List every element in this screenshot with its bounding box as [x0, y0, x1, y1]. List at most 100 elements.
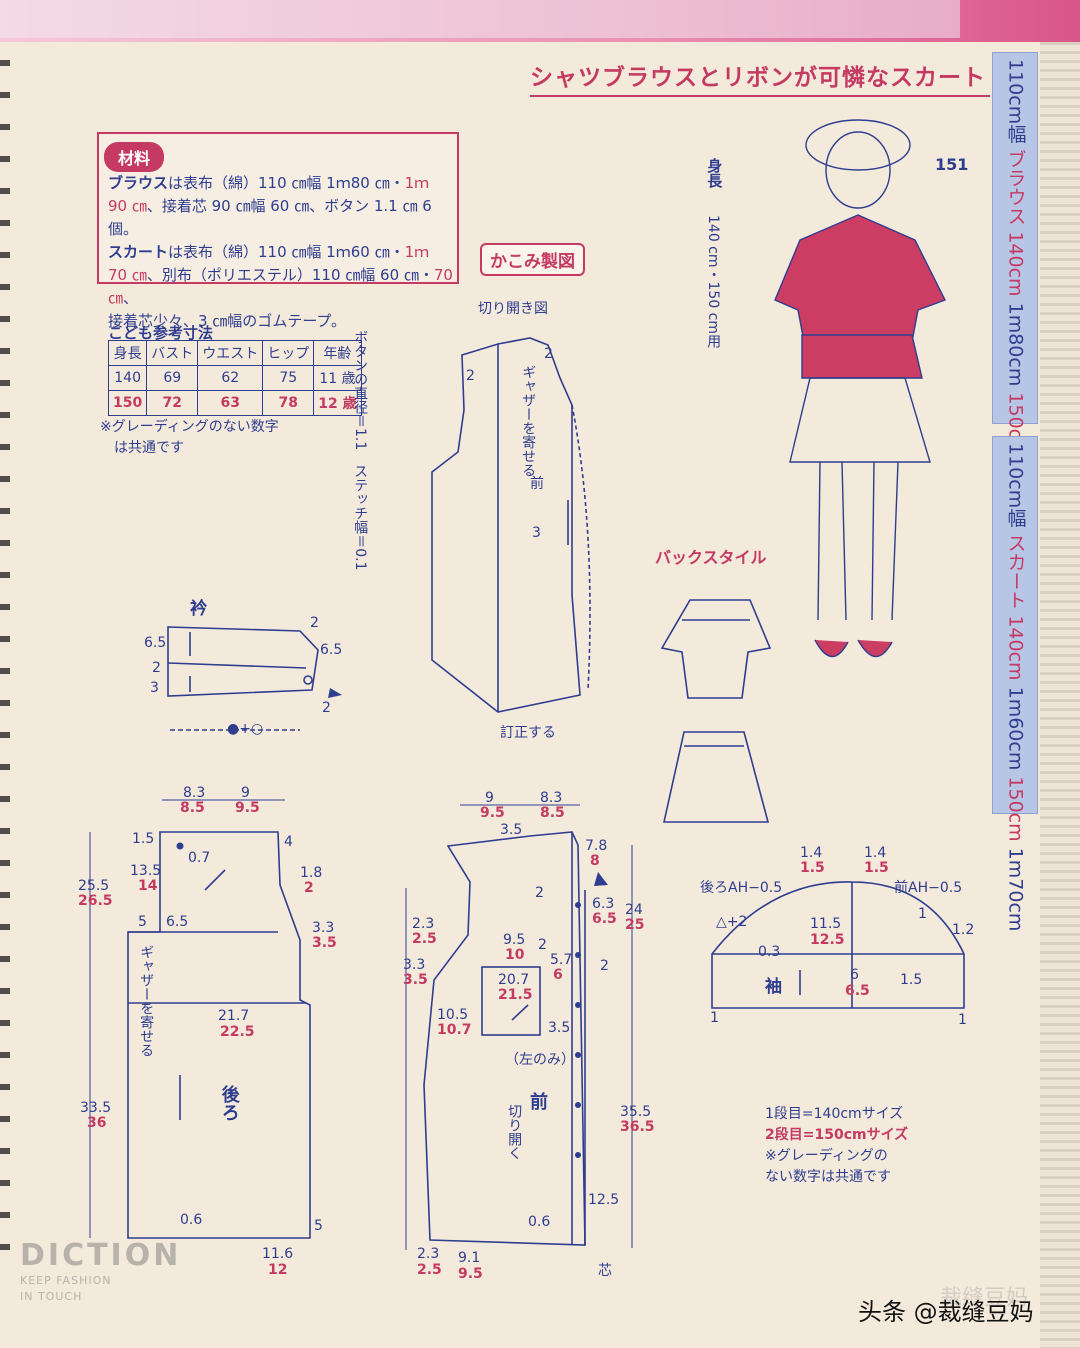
cut-open-note: 切り開く	[506, 1104, 523, 1160]
dim-label: 26.5	[78, 893, 113, 909]
dim-label: 12.5	[588, 1192, 620, 1208]
credit-caption: 头条 @裁缝豆妈	[858, 1298, 1034, 1326]
cut-open-diagram	[431, 337, 581, 713]
dim-label: 2	[544, 346, 553, 362]
dim-label: 10.5	[437, 1007, 469, 1023]
dim-label: 2	[466, 368, 475, 384]
dim-label: 1	[958, 1012, 967, 1028]
dim-label: 21.5	[498, 987, 533, 1003]
back-gather-note: ギャザーを寄せる	[138, 945, 155, 1057]
dim-label: 2	[304, 880, 314, 896]
dim-label: 1	[918, 906, 927, 922]
dim-label: 2.5	[417, 1262, 442, 1278]
dim-label: 1	[710, 1010, 719, 1026]
dim-label: 36	[87, 1115, 107, 1131]
back-ah-label: 後ろAH−0.5	[700, 880, 783, 896]
dim-label: △+2	[716, 914, 748, 930]
dim-label: 2	[538, 937, 547, 953]
dim-label: 1.5	[864, 860, 889, 876]
front-buttons	[575, 902, 581, 1158]
dim-label: 10	[505, 947, 525, 963]
dim-label: 5	[314, 1218, 323, 1234]
dim-label: 2	[600, 958, 609, 974]
dim-label: 3.5	[312, 935, 337, 951]
dim-label: 11.6	[262, 1246, 294, 1262]
dim-label: 9.5	[503, 932, 526, 948]
model-illustration	[774, 119, 946, 658]
dim-label: 8.5	[180, 800, 205, 816]
dim-label: 2	[152, 660, 161, 676]
model-number: 151	[935, 155, 969, 174]
dim-label: 12.5	[810, 932, 845, 948]
dim-label: 1.5	[800, 860, 825, 876]
button-note: ボタンの直径＝1.1 ステッチ幅＝0.1	[352, 330, 369, 571]
dim-label: 5.7	[550, 952, 573, 968]
dim-label: 6	[553, 967, 563, 983]
dim-label: 9.5	[480, 805, 505, 821]
dim-label: 1.4	[800, 845, 823, 861]
size-table-title: こども参考寸法	[108, 324, 214, 342]
dim-label: 6.3	[592, 896, 615, 912]
grading-note: ※グレーディングのない数字 は共通です	[100, 419, 279, 456]
dim-label: 36.5	[620, 1119, 655, 1135]
dim-label: 13.5	[130, 863, 162, 879]
dim-label: 6.5	[592, 911, 617, 927]
dim-label: 21.7	[218, 1008, 250, 1024]
dim-label: 9	[241, 785, 250, 801]
dim-label: 3.5	[500, 822, 523, 838]
dim-label: 11.5	[810, 916, 842, 932]
dim-label: 3.5	[548, 1020, 571, 1036]
materials-label: 材料	[104, 142, 165, 172]
dim-label: 3.3	[312, 920, 335, 936]
collar-label: 衿	[190, 599, 207, 619]
dim-label: 8.3	[183, 785, 206, 801]
dim-label: 4	[284, 834, 293, 850]
chest-pocket	[481, 966, 541, 1036]
dim-label: 3	[150, 680, 159, 696]
dim-label: 芯	[598, 1263, 612, 1279]
dim-label: 14	[138, 878, 158, 894]
back-style-shirt	[660, 599, 772, 699]
back-label: 後ろ	[218, 1085, 240, 1121]
dim-label: 6.5	[166, 914, 189, 930]
dim-label: 2.3	[417, 1246, 440, 1262]
top-band-overlay	[0, 0, 960, 38]
height-label: 身長	[705, 158, 724, 188]
legend: 1段目=140cmサイズ 2段目=150cmサイズ ※グレーディングの ない数字…	[765, 1106, 909, 1185]
dim-label: 3	[532, 525, 541, 541]
correct-note: 訂正する	[500, 725, 556, 741]
dim-label: 10.7	[437, 1022, 472, 1038]
dim-label: 9.1	[458, 1250, 481, 1266]
dim-label: 2	[535, 885, 544, 901]
dim-label: 3.5	[403, 972, 428, 988]
dim-label: 0.6	[528, 1214, 551, 1230]
dim-label: 0.7	[188, 850, 211, 866]
page-title: シャツブラウスとリボンが可憐なスカート	[530, 58, 990, 97]
side-panel-skirt-text: 110cm幅 スカート 140cm 1m60cm 150cm 1m70cm	[1004, 443, 1027, 932]
dim-label: 1.5	[132, 831, 155, 847]
dim-label: 24	[625, 902, 643, 918]
dim-label: 6.5	[320, 642, 343, 658]
materials-text: ブラウスは表布（綿）110 ㎝幅 1ｍ80 ㎝・1ｍ 90 ㎝、接着芯 90 ㎝…	[108, 174, 453, 330]
dim-label: 9.5	[458, 1266, 483, 1282]
dim-label: 7.8	[585, 838, 608, 854]
dim-label: 12	[268, 1262, 288, 1278]
dim-label: 22.5	[220, 1024, 255, 1040]
dim-label: 1.5	[900, 972, 923, 988]
sleeve-label: 袖	[765, 977, 782, 997]
dim-label: 20.7	[498, 972, 530, 988]
dim-label: 35.5	[620, 1104, 652, 1120]
dim-label: 2	[310, 615, 319, 631]
dim-label: 8.5	[540, 805, 565, 821]
binding-edge	[0, 60, 10, 1260]
kakomi-label: かこみ製図	[480, 243, 585, 276]
dim-label: 1.4	[864, 845, 887, 861]
dim-label: 1.8	[300, 865, 323, 881]
dim-label: 2	[322, 700, 331, 716]
dim-label: 3.3	[403, 957, 426, 973]
dim-label: 2.3	[412, 916, 435, 932]
dim-label: 0.6	[180, 1212, 203, 1228]
